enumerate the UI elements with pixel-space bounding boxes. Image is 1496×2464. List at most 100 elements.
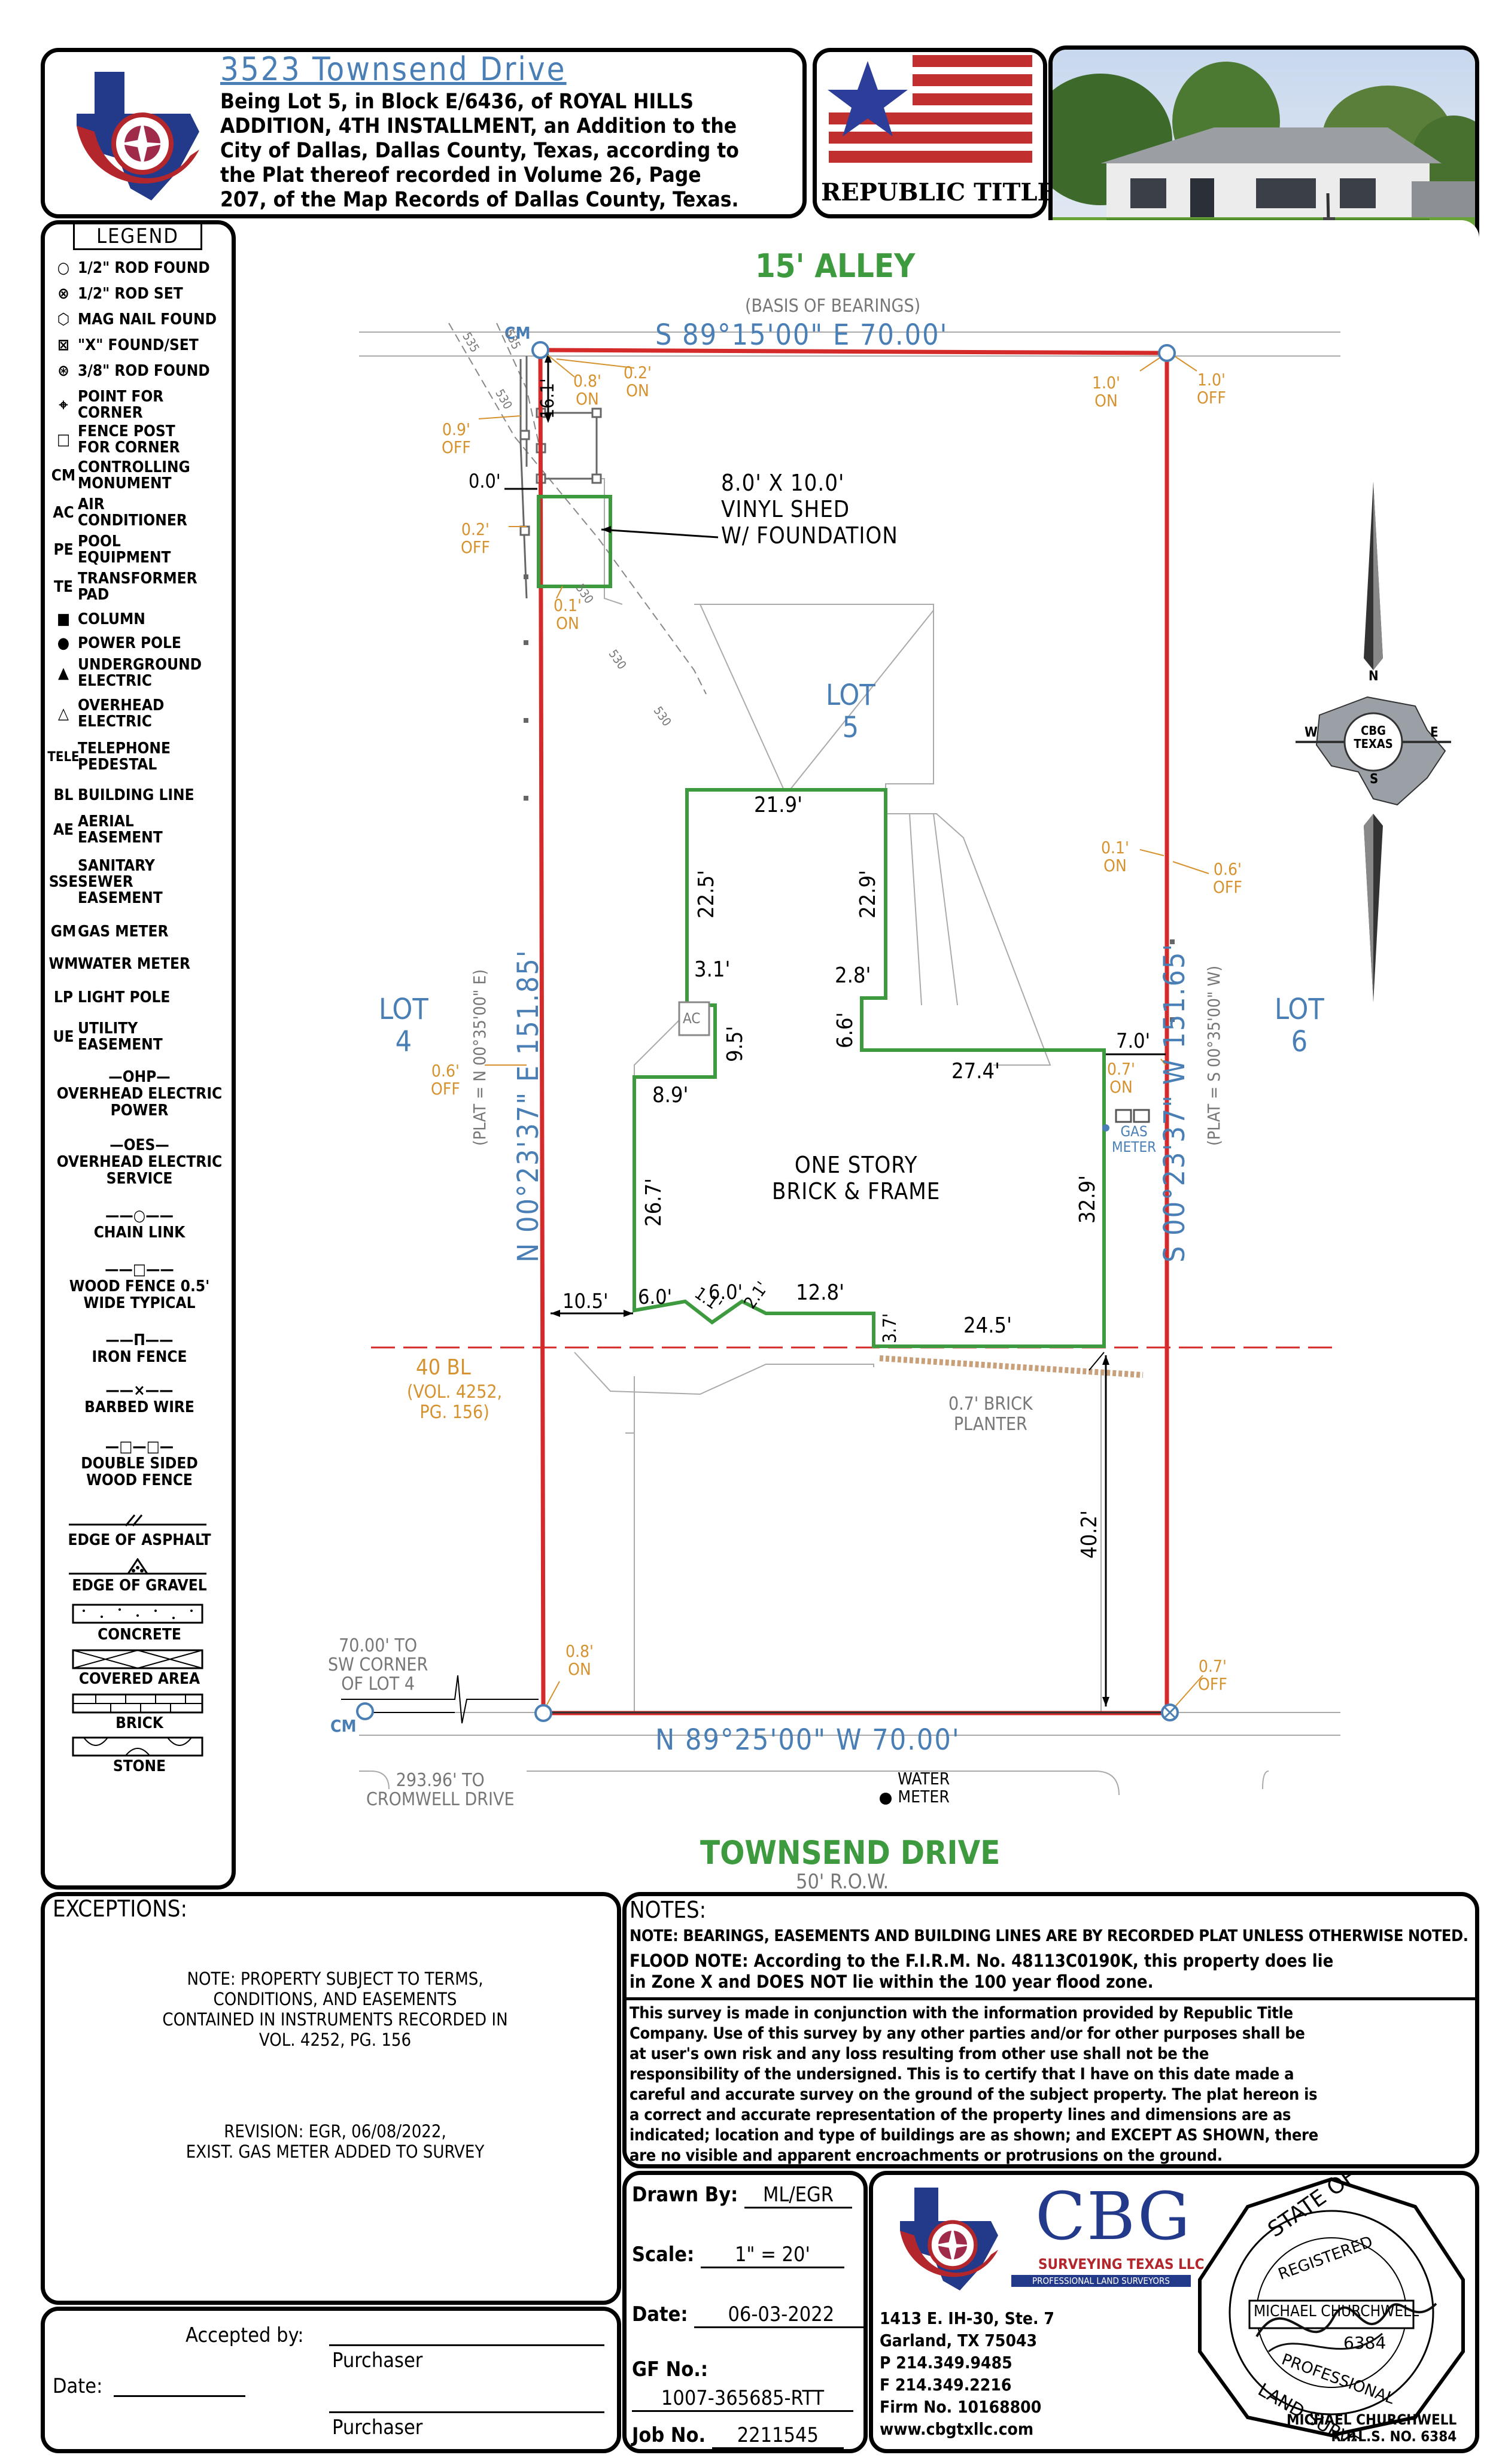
offset-note: 0.6'OFF [1213,859,1242,897]
point-for-corner-icon: ⌖ [59,396,68,414]
survey-plat [341,323,1451,1805]
rod-found-icon: ○ [57,259,70,277]
edge-gravel-icon [69,1558,206,1575]
concrete-icon [72,1604,203,1624]
double-wood-fence-icon: —□—□— [105,1438,174,1456]
wm-icon: WM [48,955,78,973]
legend-line-item: ——П——IRON FENCE [41,1332,238,1365]
accepted-by-line-1[interactable] [329,2344,604,2346]
date-field[interactable] [114,2395,245,2397]
offset-note: 1.0'ON [1092,373,1120,410]
company-sub2-bar: PROFESSIONAL LAND SURVEYORS [1011,2275,1191,2287]
offset-note: 0.2'OFF [461,519,490,557]
dim-9-5: 9.5' [723,1026,747,1062]
covered-area-icon [72,1649,203,1669]
offset-note: 1.0'OFF [1197,370,1226,407]
company-sub1: SURVEYING TEXAS LLC [1038,2256,1205,2273]
north-arrow [1296,482,1451,1002]
legend-item: ⊠"X" FOUND/SET [49,337,199,354]
house-label: ONE STORY BRICK & FRAME [772,1152,941,1204]
chain-link-icon: ——○—— [105,1207,174,1225]
surveyor-seal: STATE OF TEXAS REGISTERED PROFESSIONAL L… [1198,2172,1465,2441]
east-bearing: S 00°23'37" W 151.65' [1158,942,1191,1263]
alley-label: 15' ALLEY [755,247,916,285]
west-bearing: N 00°23'37" E 151.85' [512,949,545,1263]
ohp-line-icon: —OHP— [108,1068,171,1086]
legend-item: □FENCE POST FOR CORNER [49,424,229,456]
underground-electric-icon: ▲ [58,664,69,682]
dim-10-5: 10.5' [562,1289,609,1313]
rod-3-8-icon: ⊛ [57,362,69,380]
acceptance-panel [41,2307,621,2453]
plat-drawing-panel [238,220,1479,1890]
offset-note: 0.8'ON [573,371,601,409]
exceptions-title: EXCEPTIONS: [53,1896,187,1922]
dim-27-4: 27.4' [951,1059,1000,1084]
ae-icon: AE [53,820,74,839]
certification-text: This survey is made in conjunction with … [630,2004,1318,2165]
title-company-name: REPUBLIC TITLE® [821,178,1069,206]
scale-row: Scale: 1" = 20' [632,2243,844,2268]
legend-line-item: —OES—OVERHEAD ELECTRIC SERVICE [41,1137,238,1187]
offset-note: 0.6'OFF [431,1061,460,1099]
job-info-panel [622,2171,868,2453]
legal-description: Being Lot 5, in Block E/6436, of ROYAL H… [220,90,739,212]
legend-line-item: EDGE OF GRAVEL [72,1577,207,1595]
legend-line-item: ——×——BARBED WIRE [41,1382,238,1416]
offset-note: 0.7'OFF [1198,1656,1227,1694]
accepted-by-label: Accepted by: [186,2323,304,2347]
offset-note: 0.7'ON [1107,1059,1135,1097]
gf-label: GF No.: [632,2357,709,2381]
cm-label-south: CM [330,1716,357,1736]
dim-3-1: 3.1' [694,957,731,982]
lp-icon: LP [53,988,74,1006]
legend-item: ⊛3/8" ROD FOUND [49,363,210,379]
compass-e: E [1430,725,1439,740]
exceptions-note: NOTE: PROPERTY SUBJECT TO TERMS,CONDITIO… [162,1969,508,2050]
property-address: 3523 Townsend Drive [220,50,567,88]
offset-note: 0.2'ON [624,363,652,400]
legend-line-item: STONE [112,1757,166,1775]
power-pole-icon: ● [57,634,70,652]
dim-12-8: 12.8' [796,1280,844,1305]
gf-row: 1007-365685-RTT [632,2386,853,2412]
offset-note: 0.8'ON [565,1641,594,1679]
legend-item: ○1/2" ROD FOUND [49,260,210,276]
compass-w: W [1305,725,1318,740]
basis-label: (BASIS OF BEARINGS) [745,296,921,317]
building-line-ref: (VOL. 4252,PG. 156) [407,1382,503,1423]
gm-icon: GM [50,923,77,941]
legend-line-item: ——□——WOOD FENCE 0.5' WIDE TYPICAL [41,1261,238,1312]
notes-title: NOTES: [630,1897,707,1923]
compass-s: S [1370,772,1379,787]
wood-fence-icon: ——□—— [105,1261,174,1279]
dim-24-5: 24.5' [963,1313,1012,1338]
dim-6-0a: 6.0' [638,1285,673,1309]
building-line-label: 40 BL [416,1355,471,1380]
job-value: 2211545 [711,2423,844,2449]
mag-nail-icon: ⬡ [57,311,70,328]
offset-note: 0.1'ON [554,595,582,633]
offset-note: 0.9'OFF [442,419,471,457]
flood-note: FLOOD NOTE: According to the F.I.R.M. No… [630,1951,1334,1992]
south-bearing: N 89°25'00" W 70.00' [655,1723,960,1757]
stone-icon [72,1736,203,1757]
accepted-by-line-2[interactable] [329,2411,604,2413]
legend-line-item: ——○——CHAIN LINK [41,1207,238,1241]
dim-3-7: 3.7' [880,1313,901,1343]
legend-line-item: COVERED AREA [78,1670,200,1688]
oes-line-icon: —OES— [110,1136,169,1154]
date-label: Date: [53,2374,103,2398]
